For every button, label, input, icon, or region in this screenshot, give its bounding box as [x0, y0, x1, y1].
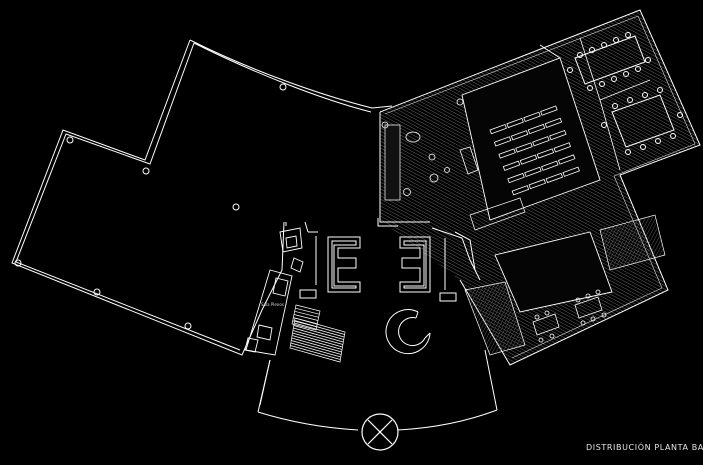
- meeting-table-north: [567, 32, 651, 91]
- desk: [527, 123, 546, 135]
- stair-tread: [292, 332, 343, 348]
- classroom-desks: [489, 105, 580, 196]
- stair-tread: [293, 317, 318, 325]
- desk: [519, 154, 538, 165]
- desk: [523, 111, 541, 122]
- stair-tread: [295, 307, 320, 315]
- stair-tread: [293, 325, 344, 340]
- desk: [545, 172, 564, 184]
- desk: [507, 172, 525, 184]
- desk: [510, 130, 529, 141]
- desk: [493, 136, 512, 147]
- front-facade: [257, 349, 498, 431]
- desk: [489, 124, 507, 135]
- lobby-furniture: [381, 98, 479, 196]
- desk: [540, 105, 558, 116]
- desk: [557, 154, 576, 165]
- stair-tread: [291, 337, 342, 353]
- stair-tread: [292, 335, 343, 350]
- stair-tread: [294, 310, 319, 318]
- stair-tread: [290, 345, 341, 360]
- desk: [498, 148, 516, 159]
- service-core: [244, 227, 304, 356]
- desk: [544, 117, 563, 128]
- curved-stair: [385, 309, 431, 355]
- stair-tread: [293, 327, 344, 343]
- central-foyer: [285, 218, 481, 302]
- stairs: [289, 304, 346, 363]
- stair-tread: [290, 342, 341, 358]
- desk: [541, 160, 559, 171]
- right-wing: [379, 9, 701, 366]
- meeting-table-south: [532, 289, 607, 343]
- meeting-table-east: [601, 87, 683, 155]
- desk: [506, 117, 524, 129]
- stair-tread: [293, 314, 319, 321]
- room-label: Sala Plenos: [261, 302, 284, 307]
- desk: [553, 142, 572, 153]
- stair-tread: [292, 320, 317, 328]
- hall-columns: [14, 83, 287, 330]
- desk: [549, 130, 567, 141]
- desk: [528, 178, 547, 190]
- desk: [532, 136, 550, 147]
- desk: [511, 185, 530, 196]
- desk: [562, 166, 580, 177]
- desk: [536, 148, 555, 159]
- stair-tread: [291, 340, 342, 355]
- desk: [515, 142, 533, 153]
- desk: [524, 166, 542, 177]
- drawing-caption: DISTRIBUCIÓN PLANTA BAJA: [586, 443, 703, 452]
- desk: [502, 160, 521, 171]
- main-hall: [11, 39, 393, 356]
- stair-tread: [294, 320, 345, 335]
- stair-tread: [294, 322, 345, 338]
- entrance-door-icon: [361, 413, 399, 451]
- stair-tread: [292, 330, 343, 345]
